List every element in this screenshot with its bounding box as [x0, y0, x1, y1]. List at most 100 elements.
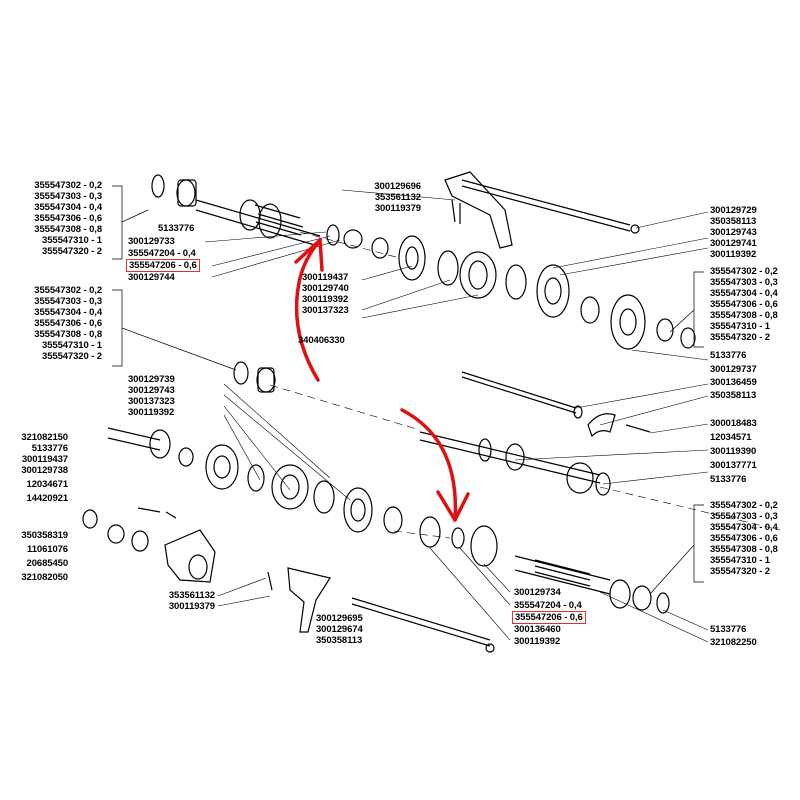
lower-fork-rod: [267, 567, 495, 653]
part-number: 355547320 - 2: [710, 566, 770, 577]
part-number: 355547310 - 1: [42, 340, 102, 351]
part-number: 300129740: [302, 283, 349, 294]
part-number: 300018483: [710, 418, 757, 429]
annotation-arrows: [294, 238, 470, 522]
part-number: 355547304 - 0,4: [710, 288, 778, 299]
part-number: 355547320 - 2: [710, 332, 770, 343]
part-number: 355547304 - 0,4: [34, 202, 102, 213]
part-number: 355547306 - 0,6: [34, 213, 102, 224]
part-number: 300129741: [710, 238, 757, 249]
part-number: 355547302 - 0,2: [34, 285, 102, 296]
upper-selector-rod: [444, 171, 640, 249]
upper-gear-group: 300119437 300129740 300119392 300137323: [302, 272, 349, 316]
part-number: 355547304 - 0,4: [710, 522, 778, 533]
part-number: 300129739: [128, 374, 175, 385]
part-number: 300129695: [316, 613, 363, 624]
part-number: 355547303 - 0,3: [34, 191, 102, 202]
part-number: 300129743: [710, 227, 757, 238]
upper-right-shim-group: 355547302 - 0,2 355547303 - 0,3 35554730…: [710, 266, 778, 343]
upper-left-shim-group: 355547302 - 0,2 355547303 - 0,3 35554730…: [10, 180, 102, 257]
part-number: 355547308 - 0,8: [34, 224, 102, 235]
upper-right-fork-parts: 300129729 350358113 300129743 300129741 …: [710, 205, 757, 260]
lower-left-housing: [82, 507, 216, 583]
middle-left-bearing-label: 340406330: [298, 335, 345, 346]
lower-left-shaft-parts: 321082150 5133776 300119437 300129738 12…: [10, 432, 68, 504]
part-number: 300129738: [21, 465, 68, 476]
red-arrow-down: [400, 408, 458, 522]
part-number: 300129743: [128, 385, 175, 396]
part-number: 300137323: [302, 305, 349, 316]
part-number: 355547310 - 1: [710, 321, 770, 332]
part-number: 355547304 - 0,4: [34, 307, 102, 318]
highlighted-part-upper: 355547206 - 0,6: [126, 259, 200, 272]
lower-bottom-part: 300136460: [514, 624, 561, 635]
part-number: 355547308 - 0,8: [710, 310, 778, 321]
part-number: 300129729: [710, 205, 757, 216]
middle-rod: [461, 371, 651, 438]
part-number: 350358319: [21, 530, 68, 541]
part-number: 355547306 - 0,6: [710, 533, 778, 544]
highlighted-part-lower: 355547206 - 0,6: [512, 611, 586, 624]
middle-right-parts: 300018483 12034571 300119390 300137771 5…: [710, 418, 757, 485]
part-number: 300119390: [710, 446, 757, 457]
part-number: 300129696: [374, 181, 421, 192]
part-number: 355547303 - 0,3: [710, 277, 778, 288]
upper-left-washer: 300129744: [128, 272, 175, 283]
lower-gear-part: 355547204 - 0,4: [514, 600, 582, 611]
part-number: 300137323: [128, 396, 175, 407]
part-number: 300129674: [316, 624, 363, 635]
part-number: 355547303 - 0,3: [710, 511, 778, 522]
part-number: 355547310 - 1: [710, 555, 770, 566]
lower-bottom-part: 300119392: [514, 636, 561, 647]
lower-gear-part: 300129734: [514, 587, 561, 598]
part-number: 353561132: [168, 590, 215, 601]
part-number: 11061076: [27, 544, 68, 555]
part-number: 353561132: [374, 192, 421, 203]
part-number: 355547308 - 0,8: [34, 329, 102, 340]
part-number: 355547320 - 2: [42, 351, 102, 362]
lower-rod-parts: 300129695 300129674 350358113: [316, 613, 363, 646]
part-number: 355547320 - 2: [42, 246, 102, 257]
upper-shims: [326, 224, 389, 259]
part-number: 355547302 - 0,2: [710, 500, 778, 511]
upper-input-shaft: [151, 174, 321, 247]
part-number: 20685450: [26, 558, 69, 569]
middle-left-bearing: [233, 361, 276, 393]
upper-left-bearing-label: 5133776: [158, 223, 195, 234]
part-number: 300119392: [302, 294, 349, 305]
shim-brackets: [112, 185, 704, 595]
upper-right-retainer: 350358113: [710, 390, 757, 401]
part-number: 355547306 - 0,6: [34, 318, 102, 329]
centerlines: [269, 231, 781, 539]
part-number: 12034671: [26, 479, 69, 490]
part-number: 350358113: [316, 635, 363, 646]
middle-left-parts: 300129739 300129743 300137323 300119392: [128, 374, 175, 418]
part-number: 355547306 - 0,6: [710, 299, 778, 310]
part-number: 300119437: [302, 272, 349, 283]
part-number: 321082050: [21, 572, 68, 583]
lower-right-shaft: 321082250: [710, 637, 757, 648]
part-number: 350358113: [710, 216, 757, 227]
part-number: 5133776: [710, 474, 747, 485]
part-number: 5133776: [31, 443, 68, 454]
part-number: 355547303 - 0,3: [34, 296, 102, 307]
middle-left-shim-group: 355547302 - 0,2 355547303 - 0,3 35554730…: [10, 285, 102, 362]
lower-right-shaft: [514, 555, 670, 614]
main-shaft: [419, 431, 611, 496]
part-number: 355547302 - 0,2: [34, 180, 102, 191]
part-number: 300119379: [374, 203, 421, 214]
red-arrow-up: [294, 238, 322, 382]
upper-left-part: 300129733: [128, 236, 175, 247]
part-number: 14420921: [26, 493, 69, 504]
lower-left-housing-parts: 350358319 11061076 20685450 321082050: [10, 530, 68, 583]
lower-spring-parts: 353561132 300119379: [150, 590, 215, 612]
part-number: 300119379: [168, 601, 215, 612]
upper-right-bearing: 5133776: [710, 350, 747, 361]
part-number: 321082150: [21, 432, 68, 443]
part-number: 355547302 - 0,2: [710, 266, 778, 277]
part-number: 355547310 - 1: [42, 235, 102, 246]
upper-right-gear: 300129737: [710, 364, 757, 375]
lower-left-shaft: [107, 427, 498, 567]
part-number: 300119392: [128, 407, 175, 418]
